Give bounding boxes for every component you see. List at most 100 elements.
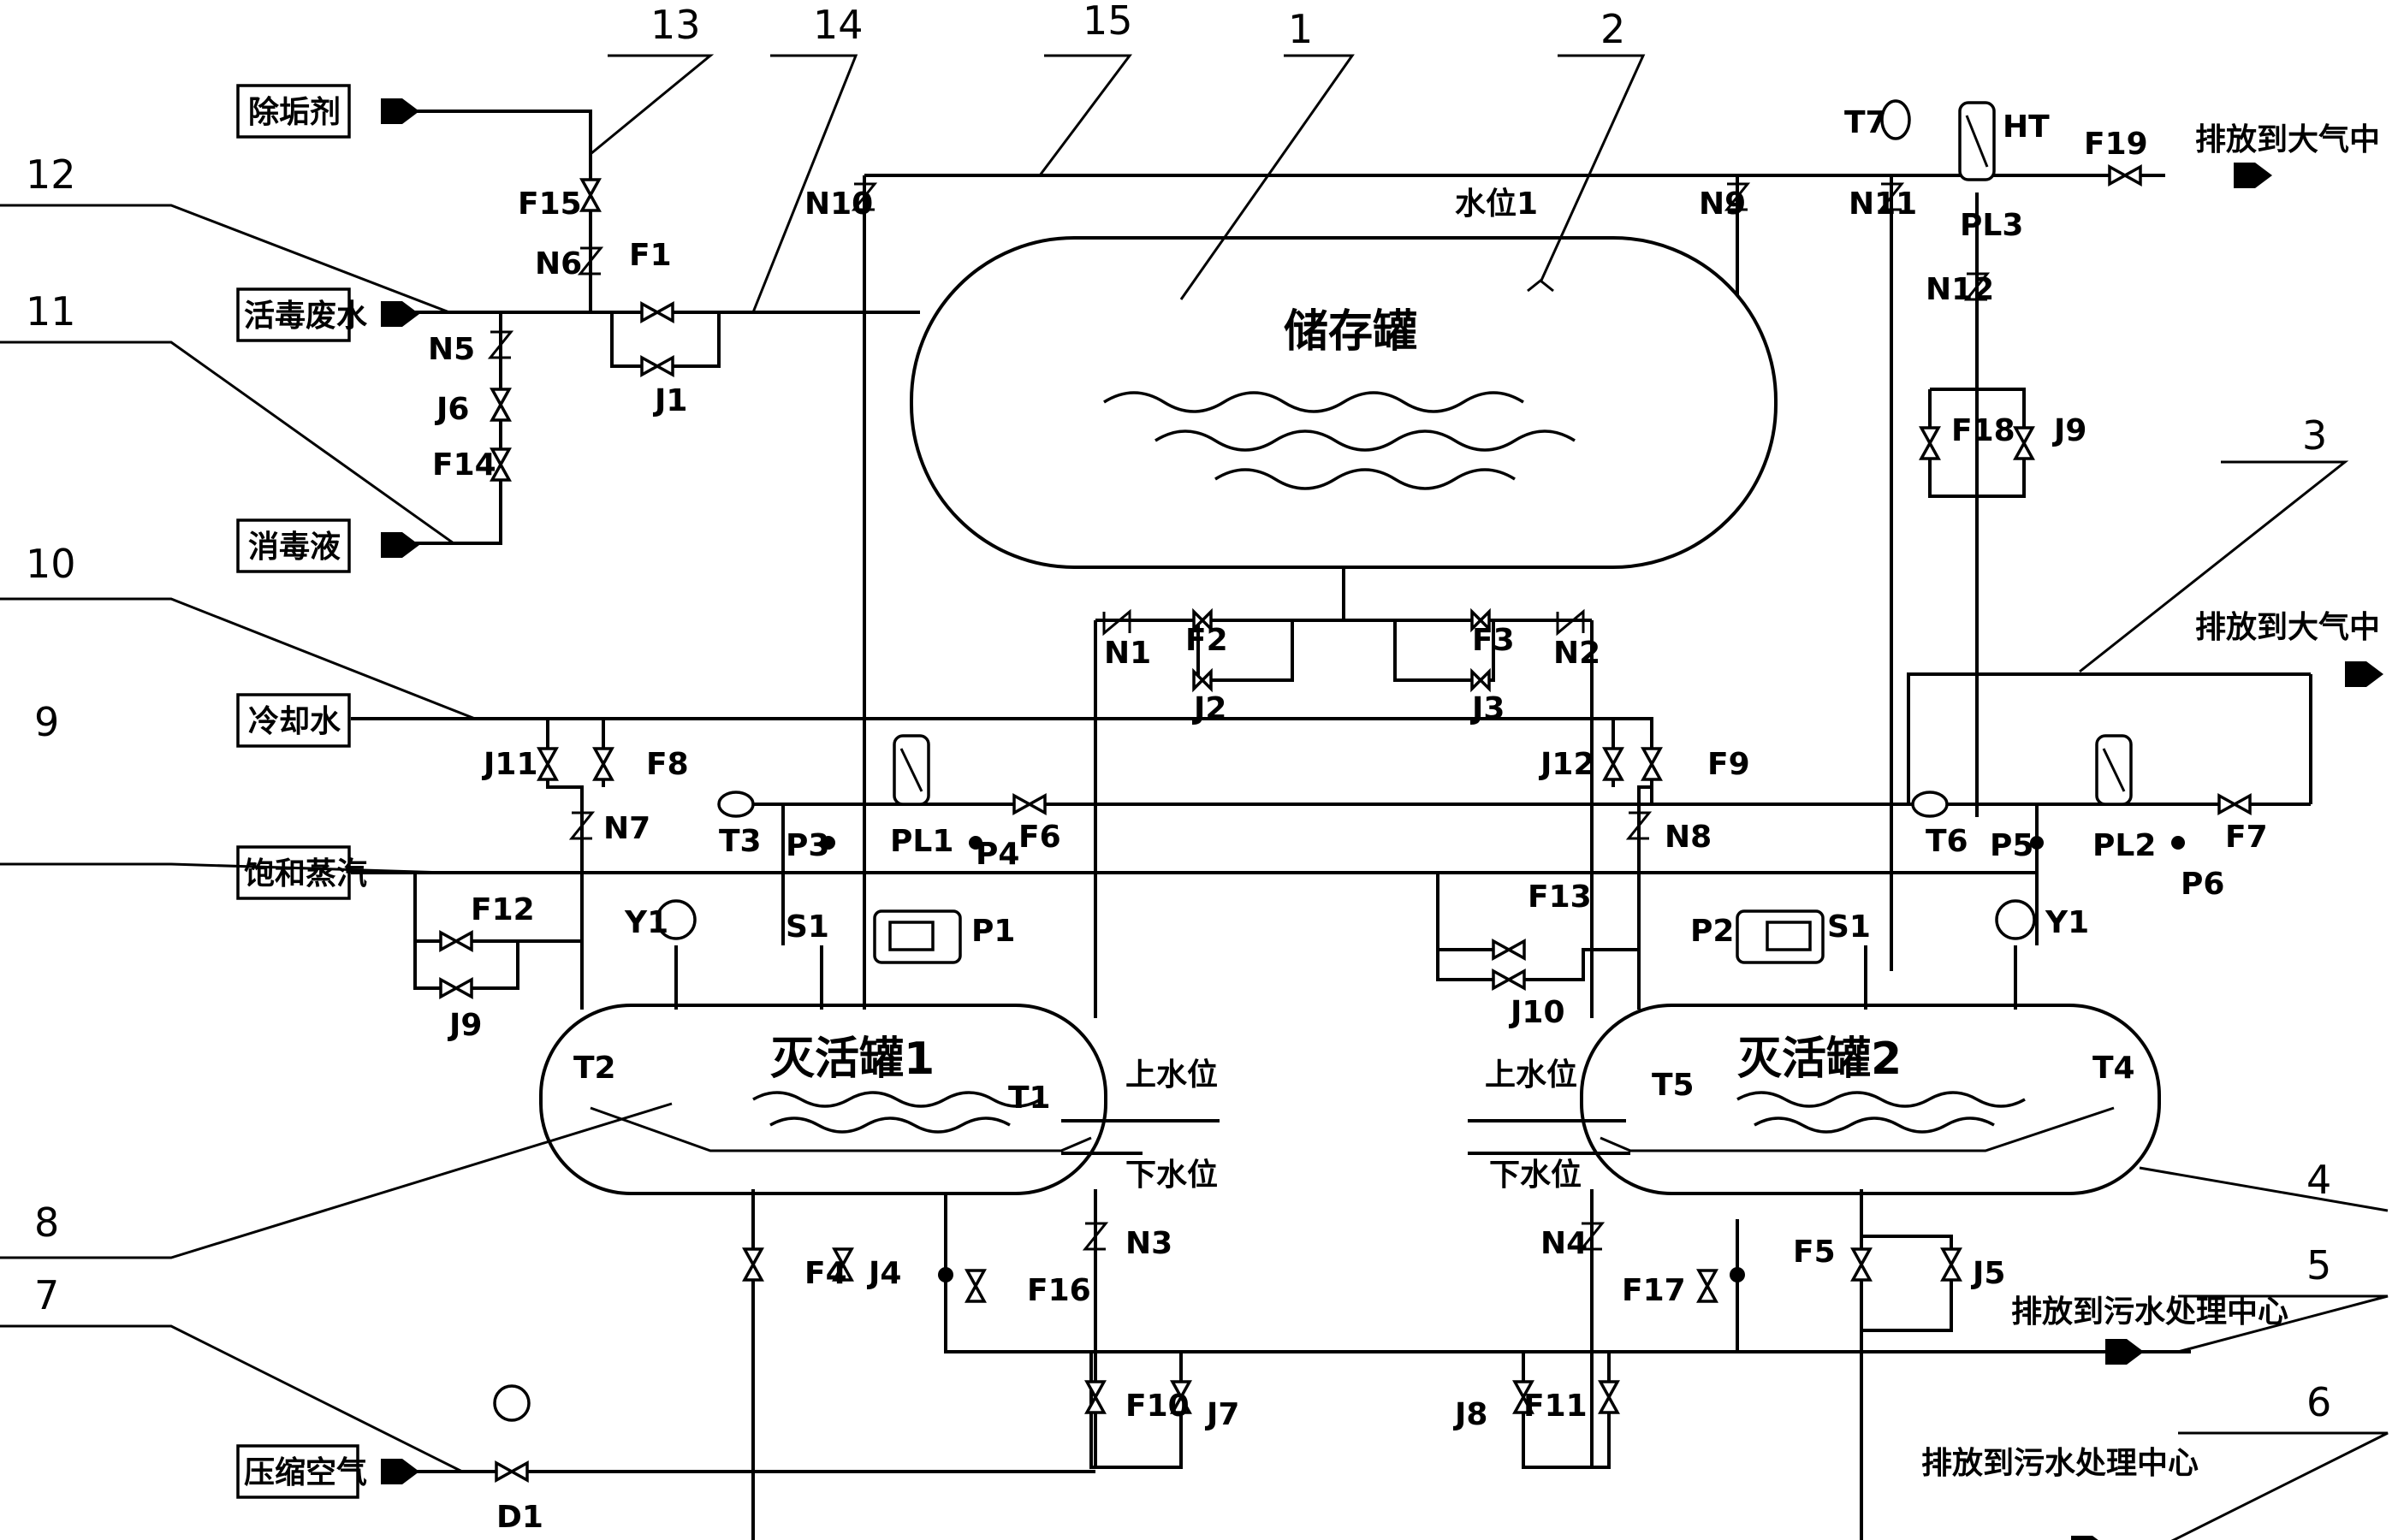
tag-f8: F8	[646, 747, 689, 782]
tag-t7: T7	[1844, 105, 1887, 140]
tag-f12: F12	[471, 892, 535, 927]
callout-15: 15	[1083, 0, 1133, 44]
tag-p5: P5	[1990, 828, 2033, 863]
callout-6: 6	[2306, 1379, 2331, 1425]
tag-n10: N10	[804, 187, 873, 222]
valves	[439, 164, 2252, 1483]
tag-s1-a: S1	[786, 909, 829, 945]
storage-tank-label: 储存罐	[1284, 306, 1417, 358]
tag-t1: T1	[1008, 1081, 1051, 1116]
level-lines: 上水位 下水位 上水位 下水位	[1061, 1057, 1630, 1193]
tag-s1-b: S1	[1827, 909, 1871, 945]
callout-11: 11	[26, 288, 76, 335]
tag-n9: N9	[1699, 187, 1746, 222]
tag-f4: F4	[804, 1256, 847, 1291]
tag-j9-b: J9	[2051, 413, 2086, 448]
callout-5: 5	[2306, 1242, 2331, 1288]
tag-j6: J6	[434, 392, 469, 427]
sewage-1-label: 排放到污水处理中心	[2011, 1294, 2288, 1330]
tag-n2: N2	[1553, 636, 1600, 671]
tag-p2: P2	[1690, 914, 1734, 949]
callout-numbers: 1 2 3 4 5 6 7 8 9 10 11 12 13 14 15	[26, 0, 2331, 1425]
callout-2: 2	[1600, 6, 1625, 52]
tag-j11: J11	[481, 747, 538, 782]
instruments	[493, 99, 2185, 1422]
sewage-2-label: 排放到污水处理中心	[1921, 1446, 2199, 1481]
tag-t3: T3	[719, 824, 762, 859]
callout-10: 10	[26, 541, 76, 587]
tag-j5: J5	[1970, 1256, 2005, 1291]
tag-f10: F10	[1125, 1389, 1190, 1424]
tag-n11: N11	[1849, 187, 1917, 222]
callout-4: 4	[2306, 1157, 2331, 1203]
tag-pl3: PL3	[1960, 208, 2023, 243]
callout-13: 13	[650, 2, 701, 48]
vent-mid-label: 排放到大气中	[2195, 610, 2380, 645]
callout-7: 7	[34, 1272, 59, 1318]
tag-f3: F3	[1472, 623, 1515, 658]
tag-f14: F14	[432, 447, 496, 483]
tag-j7: J7	[1204, 1397, 1239, 1432]
tag-n8: N8	[1665, 820, 1712, 855]
callout-9: 9	[34, 699, 59, 745]
tag-pl1: PL1	[890, 824, 953, 859]
callout-1: 1	[1288, 6, 1313, 52]
tag-j4: J4	[866, 1256, 901, 1291]
kill-tank-1: 灭活罐1	[539, 1004, 1107, 1195]
tag-j2: J2	[1191, 691, 1226, 726]
filters	[893, 101, 2133, 806]
tag-p4: P4	[976, 837, 1019, 872]
tag-f17: F17	[1622, 1273, 1686, 1308]
steam-label: 饱和蒸汽	[244, 856, 367, 891]
tag-f13: F13	[1528, 880, 1592, 915]
waste-water-label: 活毒废水	[244, 299, 368, 334]
tag-j9-a: J9	[447, 1008, 482, 1043]
tag-p1: P1	[971, 914, 1015, 949]
piping	[351, 110, 2312, 1540]
tag-t5: T5	[1652, 1068, 1695, 1103]
tag-ht: HT	[2003, 110, 2050, 145]
descaler-label: 除垢剂	[248, 95, 341, 130]
tag-t2: T2	[573, 1051, 616, 1086]
water-level-1-label: 水位1	[1455, 187, 1538, 222]
callout-leaders	[0, 54, 2389, 1540]
tag-t4: T4	[2092, 1051, 2135, 1086]
input-boxes: 除垢剂 活毒废水 消毒液 冷却水 饱和蒸汽 压缩空气	[236, 84, 368, 1499]
storage-tank: 储存罐 水位1	[910, 187, 1778, 569]
tag-j3: J3	[1469, 691, 1505, 726]
upper-level-2: 上水位	[1485, 1057, 1577, 1093]
kill-tank-1-label: 灭活罐1	[770, 1034, 935, 1085]
tag-f11: F11	[1523, 1389, 1588, 1424]
lower-level-1: 下水位	[1125, 1158, 1218, 1193]
tag-f9: F9	[1707, 747, 1750, 782]
kill-tank-2-label: 灭活罐2	[1737, 1034, 1902, 1085]
tag-n12: N12	[1926, 272, 1994, 307]
check-valves	[487, 182, 1991, 1251]
callout-14: 14	[813, 2, 864, 48]
tag-f7: F7	[2225, 820, 2268, 855]
kill-tank-2: 灭活罐2	[1580, 1004, 2161, 1195]
tag-n6: N6	[535, 246, 582, 281]
tag-f5: F5	[1793, 1235, 1836, 1270]
arrows	[381, 98, 2383, 1540]
lower-level-2: 下水位	[1489, 1158, 1582, 1193]
tag-d1: D1	[496, 1500, 543, 1535]
tag-t6: T6	[1926, 824, 1968, 859]
tag-f16: F16	[1027, 1273, 1091, 1308]
tag-p3: P3	[786, 828, 829, 863]
cooling-water-label: 冷却水	[248, 704, 341, 739]
vent-top-label: 排放到大气中	[2195, 122, 2380, 157]
tag-f18: F18	[1951, 413, 2015, 448]
callout-8: 8	[34, 1199, 59, 1246]
tag-j10: J10	[1508, 995, 1565, 1030]
compressed-air-label: 压缩空气	[244, 1455, 367, 1490]
tag-n7: N7	[603, 811, 650, 846]
tag-y1-a: Y1	[624, 905, 668, 940]
tag-n3: N3	[1125, 1226, 1172, 1261]
callout-12: 12	[26, 151, 76, 198]
tag-n4: N4	[1540, 1226, 1588, 1261]
tag-j8: J8	[1452, 1397, 1487, 1432]
tag-pl2: PL2	[2092, 828, 2156, 863]
